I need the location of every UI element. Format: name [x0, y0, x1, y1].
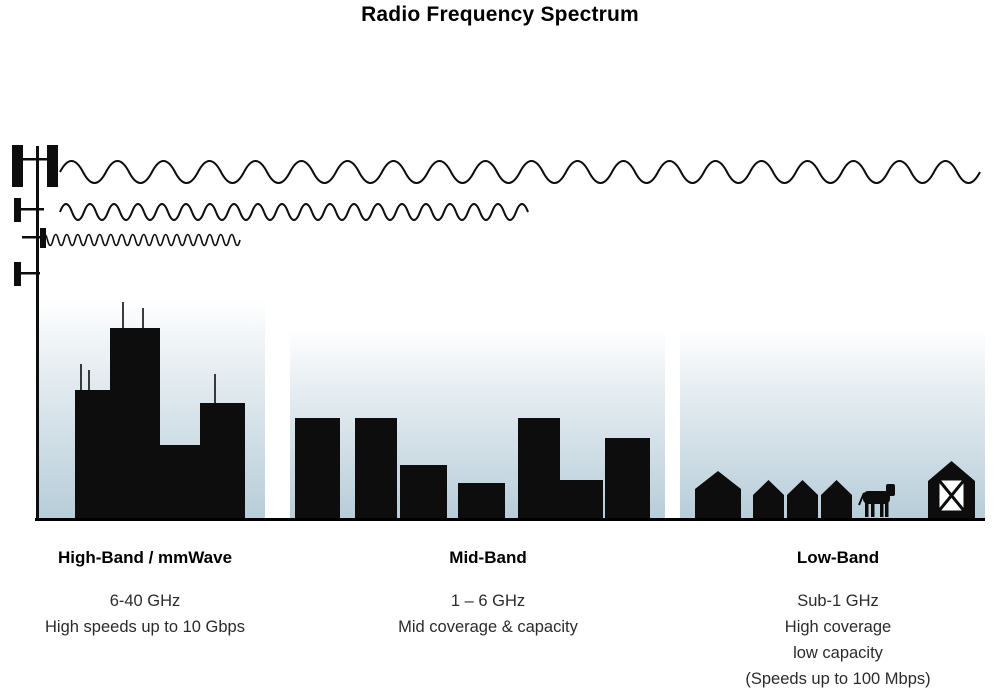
cell-tower-icon	[12, 145, 58, 519]
rooftop-antennas	[80, 302, 216, 403]
high-band-desc: High speeds up to 10 Gbps	[45, 618, 245, 636]
rural-scene	[695, 461, 975, 519]
midrise-building	[355, 418, 397, 519]
low-band-label: Low-Band	[796, 548, 880, 567]
skyscraper-tall	[110, 328, 160, 519]
tower-antenna-low	[14, 262, 40, 286]
mid-band-freq: 1 – 6 GHz	[450, 592, 526, 610]
low-frequency-wave	[59, 160, 981, 184]
diagram-title: Radio Frequency Spectrum	[361, 3, 639, 26]
skyscraper	[75, 390, 110, 519]
skyscraper	[160, 445, 200, 519]
low-band-freq: Sub-1 GHz	[797, 592, 879, 610]
midrise-building	[295, 418, 340, 519]
high-band-caption: High-Band / mmWave 6-40 GHz High speeds …	[15, 548, 275, 640]
house-icon	[753, 480, 784, 519]
midrise-skyline-icon	[295, 418, 650, 519]
midrise-building	[560, 480, 603, 519]
tower-mast	[36, 146, 39, 519]
low-band-desc-3: (Speeds up to 100 Mbps)	[745, 670, 931, 688]
tower-antenna-top	[12, 145, 58, 187]
cow-icon	[858, 484, 895, 517]
high-frequency-wave	[41, 233, 241, 247]
mid-frequency-wave	[59, 203, 529, 221]
high-band-freq: 6-40 GHz	[109, 592, 181, 610]
midrise-building	[458, 483, 505, 519]
tower-antenna-mid	[14, 198, 44, 222]
tower-antenna-small	[22, 228, 46, 248]
ground-line	[35, 518, 985, 521]
mid-band-caption: Mid-Band 1 – 6 GHz Mid coverage & capaci…	[338, 548, 638, 640]
low-band-caption: Low-Band Sub-1 GHz High coverage low cap…	[688, 548, 988, 692]
high-band-label: High-Band / mmWave	[57, 548, 233, 567]
mid-band-desc: Mid coverage & capacity	[398, 618, 578, 636]
midrise-building	[518, 418, 560, 519]
radio-waves	[41, 160, 981, 247]
skyscraper	[200, 403, 245, 519]
barn-icon	[928, 461, 975, 518]
low-band-desc-2: low capacity	[793, 644, 883, 662]
house-icon	[821, 480, 852, 519]
house-icon	[787, 480, 818, 519]
midrise-building	[605, 438, 650, 519]
mid-band-label: Mid-Band	[449, 548, 527, 567]
midrise-building	[400, 465, 447, 519]
low-band-desc-1: High coverage	[784, 618, 892, 636]
city-skyline-icon	[75, 302, 245, 519]
house-icon	[695, 471, 741, 519]
